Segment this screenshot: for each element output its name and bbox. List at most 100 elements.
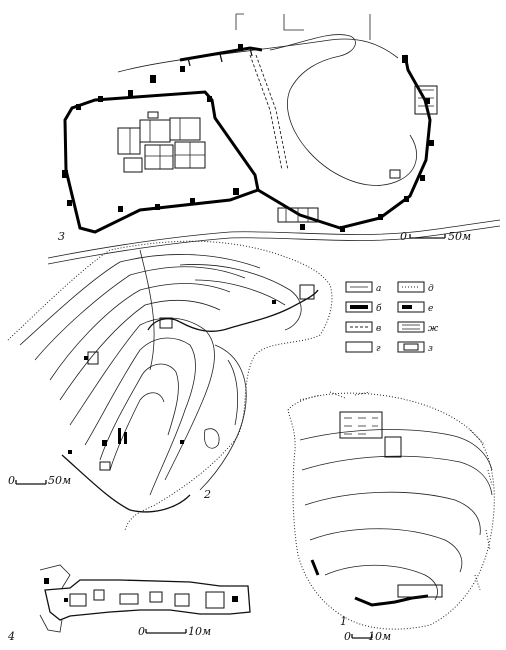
plan-1-scale-label: 10м [368,630,391,643]
legend-swatch-zh [397,321,425,333]
plan-3-east-structure-lines [418,89,434,107]
contour-line [69,317,215,481]
legend-key: а [376,284,381,294]
tower [150,75,156,83]
plan-2-scale-line [15,480,47,485]
tower [98,96,103,102]
plan-3-scale-line [409,234,446,239]
legend-swatch-e-mark [402,305,412,309]
tower [378,214,383,220]
building [169,117,201,141]
ruin [84,356,88,360]
plan-1-scale-line [351,634,373,639]
building [147,111,159,119]
legend-key: д [428,284,434,294]
legend-key: ж [428,324,439,334]
tower [425,98,430,104]
ruin [272,300,276,304]
plan-4-room [119,593,139,605]
plan-3-small-structure [389,169,401,179]
tower [300,224,305,230]
contour-line [84,337,196,496]
plan-1-rocks [299,391,493,591]
ruin [124,432,127,444]
tower [62,170,68,178]
tower [190,198,195,204]
plan-4-scale-label: 10м [188,625,211,638]
tower [238,44,243,51]
plan-4-outline [44,579,251,621]
legend-key: б [376,303,382,314]
tower [180,66,185,72]
plan-3-east-wall [257,54,432,230]
plan-3-scale-bar: 0 50м [400,230,471,243]
plan-4-room [174,593,190,607]
plan-3-dashed-road-2 [255,54,289,171]
plan-3-shoreline [269,34,417,186]
legend-swatch-v [345,321,373,333]
plan-3-coast [47,219,501,259]
ruin [159,317,173,329]
tower [402,55,408,63]
contour-line [109,392,165,471]
legend-key: г [376,344,381,354]
legend: а д б е в ж г з [345,281,439,354]
plan-4-scale-zero: 0 [138,625,145,638]
tower [429,140,434,146]
building-partitions [129,118,205,169]
plan-4-scale-bar: 0 10м [138,625,211,638]
legend-key: е [428,304,433,314]
plan-3-scale-label: 50м [448,230,471,243]
plan-2-number: 2 [203,488,211,501]
contour-line [19,254,261,346]
plan-3: 3 0 50м [47,13,501,265]
tower [404,196,409,202]
tower [76,104,81,110]
contour-line [34,266,246,361]
plan-4-mark [64,598,68,602]
legend-swatch-b [345,301,373,313]
legend-swatch-g [345,341,373,353]
legend-swatch-a [345,281,373,293]
building [123,157,143,173]
plan-4-mark [232,596,238,602]
contour-line [49,283,231,381]
plan-4-room [205,591,225,609]
legend-swatch-e [397,301,425,313]
plan-1: 1 0 10м [287,391,495,643]
ruin [180,440,184,444]
plan-3-corner-line-2 [283,14,304,31]
plan-1-wall [310,559,320,576]
legend-swatch-d [397,281,425,293]
plan-2-path-upper [147,289,319,332]
plan-3-south-structure-lines [285,208,309,222]
plan-3-towers [62,44,434,232]
ruin [87,351,99,365]
plan-1-square [384,436,402,458]
tower [128,90,133,96]
building [144,144,174,170]
plan-1-number: 1 [340,615,347,628]
plan-4-room [69,593,87,607]
plan-1-hatched-area [339,411,383,439]
plan-4: 4 0 10м [7,564,251,643]
contour-line [304,491,481,536]
plan-3-scale-zero: 0 [400,230,407,243]
plan-1-contours [299,429,493,601]
plan-4-room [149,591,163,603]
plan-3-coast-2 [47,225,501,265]
plan-3-dashed-road [249,54,283,171]
contour-line [309,528,463,573]
contour-line [301,455,493,496]
plan-2-scale-label: 50м [48,474,71,487]
plan-3-corner-line [235,13,244,30]
plan-3-fortress-wall [63,90,260,234]
tower [207,96,212,102]
ruin [99,461,111,471]
ruin [68,450,72,454]
plan-2: 2 0 50м [7,240,333,531]
contour-line [199,344,247,491]
plan-4-north-part [39,564,71,589]
legend-swatch-zh-mark [402,324,420,330]
